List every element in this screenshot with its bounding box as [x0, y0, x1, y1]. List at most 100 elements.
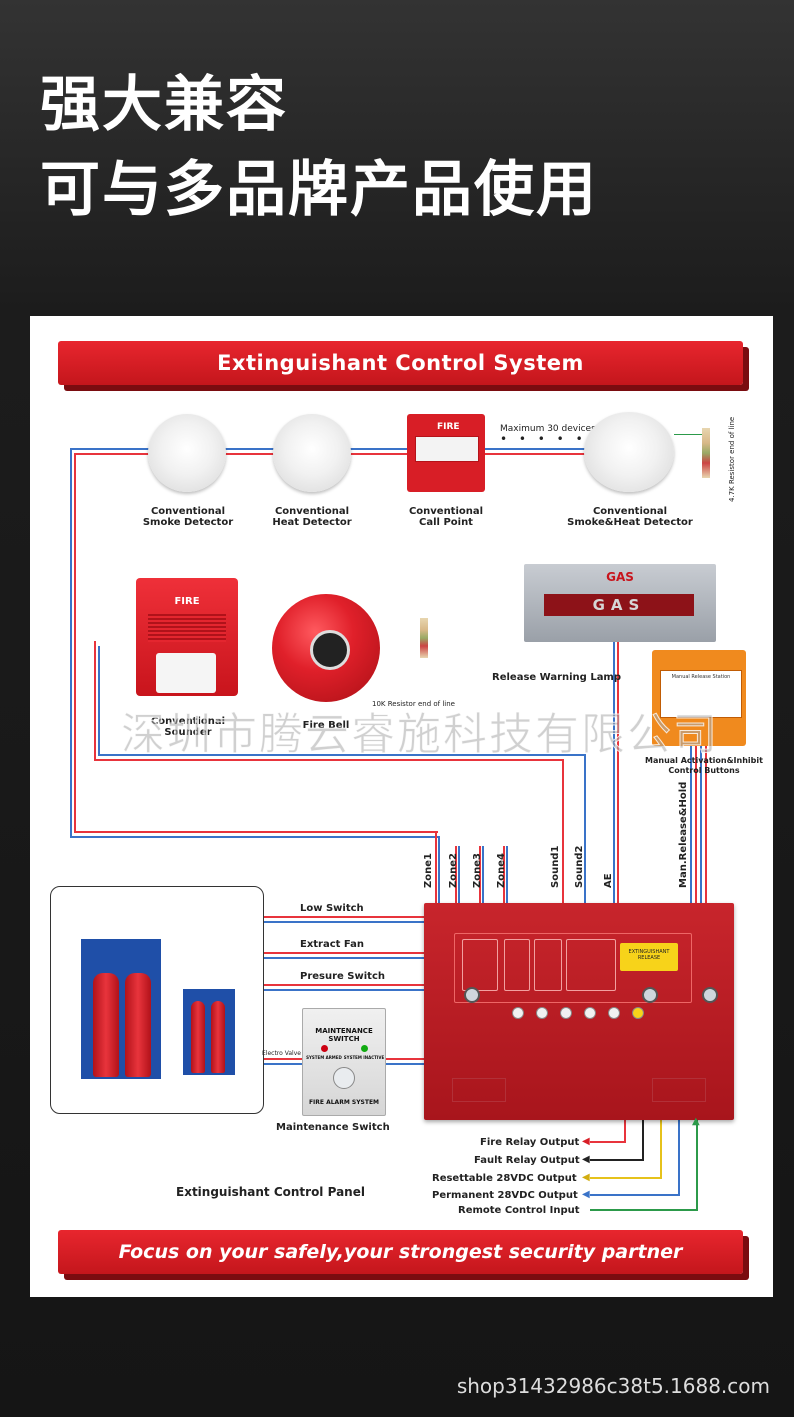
heat-detector-label-line2: Heat Detector	[272, 517, 352, 528]
maintenance-key-icon	[333, 1067, 355, 1089]
control-panel-slot-right	[652, 1078, 706, 1102]
control-panel-btn-hold-on	[632, 1007, 644, 1019]
wire-sounder-bottom-red	[94, 759, 564, 761]
diagram-title-banner: Extinguishant Control System	[58, 341, 743, 385]
wire-out-remote-v	[696, 1120, 698, 1210]
fire-bell-icon	[272, 594, 380, 702]
resistor-bell-icon	[420, 618, 428, 658]
resistor-bell-label: 10K Resistor end of line	[372, 700, 455, 708]
control-panel-group-3	[534, 939, 562, 991]
wire-sound2-blue	[584, 754, 586, 904]
output-label-permanent: Permanent 28VDC Output	[432, 1190, 578, 1201]
input-label-presure-switch: Presure Switch	[300, 971, 386, 982]
maintenance-switch-icon: MAINTENANCE SWITCH SYSTEM ARMED SYSTEM I…	[302, 1008, 386, 1116]
manual-release-station-icon: Manual Release Station	[652, 650, 746, 746]
smoke-detector-label-line2: Smoke Detector	[142, 517, 234, 528]
max-devices-dots: • • • • • •	[500, 432, 606, 446]
footer-slogan: Focus on your safely,your strongest secu…	[118, 1241, 683, 1263]
diagram-title: Extinguishant Control System	[217, 351, 584, 375]
smoke-heat-detector-label: Conventional Smoke&Heat Detector	[560, 506, 700, 528]
headline-line2: 可与多品牌产品使用	[40, 155, 598, 225]
sounder-label-line2: Sounder	[164, 727, 212, 738]
footer-banner: Focus on your safely,your strongest secu…	[58, 1230, 743, 1274]
heat-detector-label: Conventional Heat Detector	[252, 506, 372, 528]
control-panel-key-right	[642, 987, 658, 1003]
wire-manual-blue-2	[700, 746, 702, 904]
smoke-heat-detector-label-line1: Conventional	[592, 506, 668, 517]
control-panel-btn-test-reset	[560, 1007, 572, 1019]
gas-lamp-top-text: GAS	[606, 570, 634, 584]
fire-bell-dome	[310, 630, 350, 670]
wire-zone3-red	[479, 846, 481, 904]
resistor-top-icon	[702, 428, 710, 478]
wire-out-remote-h	[590, 1209, 698, 1211]
wire-zone4-blue	[506, 846, 508, 904]
control-panel-group-4	[566, 939, 616, 991]
wire-out-fire-relay-v	[624, 1120, 626, 1142]
wire-sound1-red	[562, 759, 564, 904]
sounder-grill	[148, 614, 226, 642]
release-warning-lamp-label: Release Warning Lamp	[492, 672, 622, 683]
wire-pressure-switch-blue	[264, 989, 424, 991]
sounder-icon: FIRE	[136, 578, 238, 696]
control-panel-release-text: EXTINGUISHANT RELEASE	[628, 949, 670, 961]
wire-zone1-blue	[438, 836, 440, 904]
wire-manual-red-2	[705, 746, 707, 904]
wire-low-switch-red	[264, 916, 424, 918]
output-arrow-resettable: ◀	[582, 1172, 590, 1183]
wire-out-fire-relay-h	[590, 1141, 626, 1143]
wire-out-resettable-h	[590, 1177, 662, 1179]
maintenance-led2-label: SYSTEM INACTIVE	[343, 1055, 385, 1060]
wire-out-fault-v	[642, 1120, 644, 1160]
channel-label-zone1: Zone1	[423, 853, 434, 888]
tank-4-icon	[211, 1001, 225, 1073]
sounder-label-line1: Conventional	[150, 716, 226, 727]
call-point-label: Conventional Call Point	[386, 506, 506, 528]
output-label-fault-relay: Fault Relay Output	[474, 1155, 580, 1166]
shop-url: shop31432986c38t5.1688.com	[456, 1374, 770, 1398]
control-panel-release-indicator: EXTINGUISHANT RELEASE	[620, 943, 678, 971]
manual-release-face: Manual Release Station	[660, 670, 742, 718]
input-label-low-switch: Low Switch	[300, 903, 364, 914]
wire-out-permanent-h	[590, 1194, 680, 1196]
control-panel-label: Extinguishant Control Panel	[176, 1185, 365, 1199]
channel-label-sound1: Sound1	[550, 845, 561, 888]
wire-left-vertical-blue	[70, 448, 72, 838]
control-panel-btn-silence	[536, 1007, 548, 1019]
channel-label-zone3: Zone3	[472, 853, 483, 888]
input-label-extract-fan: Extract Fan	[300, 939, 365, 950]
heat-detector-label-line1: Conventional	[274, 506, 350, 517]
channel-label-zone2: Zone2	[448, 853, 459, 888]
wire-zone2-blue	[458, 846, 460, 904]
electro-valve-label: Electro Valve	[262, 1050, 301, 1057]
wire-left-bottom-red	[74, 831, 438, 833]
wire-sounder-bottom-blue	[98, 754, 586, 756]
output-label-fire-relay: Fire Relay Output	[480, 1137, 580, 1148]
channel-label-sound2: Sound2	[574, 845, 585, 888]
call-point-glass	[415, 436, 479, 462]
output-arrow-fault-relay: ◀	[582, 1154, 590, 1165]
wire-out-resettable-v	[660, 1120, 662, 1178]
max-devices-label: Maximum 30 devices	[500, 424, 596, 434]
wire-out-fault-h	[590, 1159, 644, 1161]
heat-detector-icon	[273, 414, 351, 492]
channel-label-zone4: Zone4	[496, 853, 507, 888]
tank-1-icon	[93, 973, 119, 1077]
led-system-armed	[321, 1045, 328, 1052]
control-panel-group-1	[462, 939, 498, 991]
headline-line1: 强大兼容	[40, 70, 288, 140]
output-label-resettable: Resettable 28VDC Output	[432, 1173, 577, 1184]
control-panel-btn-evacuate	[512, 1007, 524, 1019]
wire-sounder-blue	[98, 646, 100, 756]
manual-box-label-line1: Manual Activation&Inhibit	[645, 756, 763, 765]
wire-zone1-red	[435, 831, 437, 904]
wire-zone3-blue	[482, 846, 484, 904]
call-point-label-line1: Conventional	[408, 506, 484, 517]
call-point-label-line2: Call Point	[419, 517, 473, 528]
wire-zone4-red	[503, 846, 505, 904]
sounder-label: Conventional Sounder	[128, 716, 248, 738]
extinguishing-tanks-box	[50, 886, 264, 1114]
diagram-panel: Extinguishant Control System	[30, 316, 773, 1297]
wire-zone2-red	[455, 846, 457, 904]
manual-release-face-text: Manual Release Station	[671, 674, 731, 680]
